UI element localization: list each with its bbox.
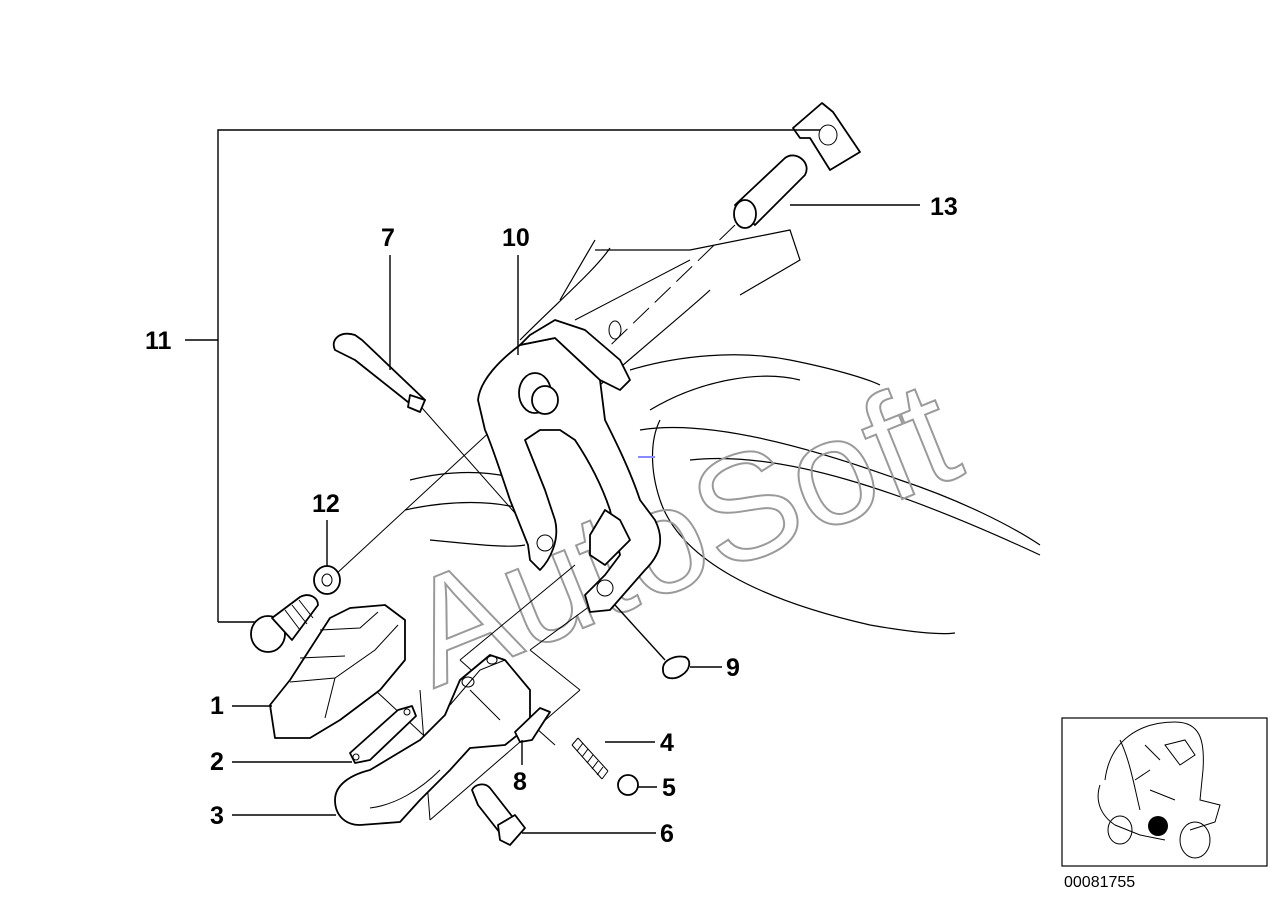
callout-6: 6: [660, 820, 674, 848]
sleeve-part-13: [733, 154, 808, 229]
circlip-part-9: [662, 655, 691, 680]
callout-12: 12: [312, 490, 340, 518]
callout-9: 9: [726, 654, 740, 682]
screw-part-11: [250, 594, 319, 653]
reference-number: 00081755: [1064, 874, 1135, 891]
clip-part-8: [514, 707, 551, 743]
frame-outline: [404, 229, 1041, 635]
leader-lines: [185, 129, 920, 834]
callout-labels: 11 7 10 13 12 1 2 3 4 5 6 8 9: [145, 193, 958, 848]
bolt-part-7: [332, 332, 426, 413]
washer-part-12: [313, 565, 341, 595]
callout-5: 5: [662, 774, 676, 802]
callout-4: 4: [660, 729, 674, 757]
footrest-rubber-part-1: [269, 604, 406, 739]
location-marker: [1148, 816, 1168, 836]
bracket-tab: [589, 509, 631, 566]
callout-3: 3: [210, 802, 224, 830]
clip-part-2: [349, 705, 417, 764]
callout-7: 7: [381, 224, 395, 252]
callout-10: 10: [502, 224, 530, 252]
ball-part-5: [617, 774, 639, 796]
nut-plate: [792, 102, 861, 171]
bolt-part-6: [471, 783, 526, 846]
bracket-part-10: [477, 319, 662, 613]
callout-8: 8: [513, 768, 527, 796]
callout-1: 1: [210, 692, 224, 720]
callout-11: 11: [145, 327, 172, 355]
spring-part-4: [571, 737, 609, 780]
footrest-body-part-3: [334, 654, 531, 826]
callout-13: 13: [930, 193, 958, 221]
inset-thumbnail: 00081755: [1061, 717, 1268, 891]
callout-2: 2: [210, 748, 224, 776]
